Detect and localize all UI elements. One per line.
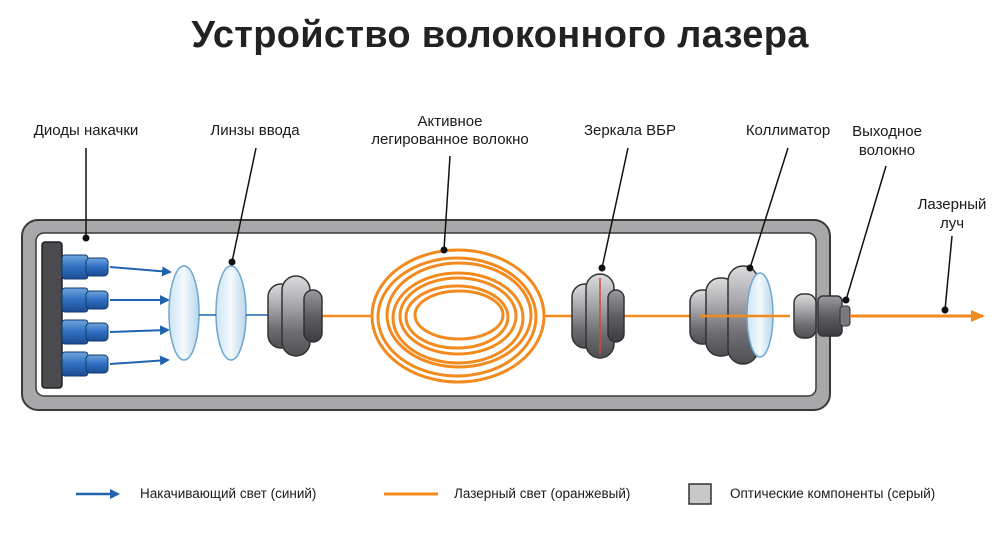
pump-diode: [61, 319, 109, 345]
pump-light-arrows: [109, 266, 172, 366]
legend: [76, 483, 712, 505]
pump-diode: [61, 287, 109, 313]
label-laser-beam-line1: Лазерный: [917, 196, 987, 213]
collimator: [689, 265, 790, 365]
input-lenses: [168, 265, 272, 361]
label-output-fiber-line1: Выходное: [852, 123, 922, 140]
label-laser-beam-line2: луч: [939, 215, 965, 232]
label-output-fiber-line2: волокно: [858, 142, 916, 159]
output-fiber-connector: [793, 293, 851, 339]
label-input-lenses: Линзы ввода: [210, 122, 300, 139]
pump-diode: [61, 351, 109, 377]
label-collimator: Коллиматор: [745, 122, 831, 139]
pump-diodes: [41, 241, 109, 389]
label-fbg-mirrors: Зеркала ВБР: [583, 122, 677, 139]
legend-optical-components: Оптические компоненты (серый): [730, 486, 936, 501]
label-active-fiber-line1: Активное: [417, 113, 483, 130]
leader-lines: [82, 147, 953, 314]
pump-diode: [61, 254, 109, 280]
fbg-mirror: [571, 273, 625, 359]
legend-laser-light: Лазерный свет (оранжевый): [454, 486, 631, 501]
input-coupler: [267, 275, 323, 357]
label-pump-diodes: Диоды накачки: [33, 122, 139, 139]
label-active-fiber-line2: легированное волокно: [371, 131, 529, 148]
legend-pump-light: Накачивающий свет (синий): [140, 486, 317, 501]
legend-component-swatch: [688, 483, 712, 505]
page-title: Устройство волоконного лазера: [191, 14, 809, 56]
active-fiber-coil: [370, 248, 546, 384]
